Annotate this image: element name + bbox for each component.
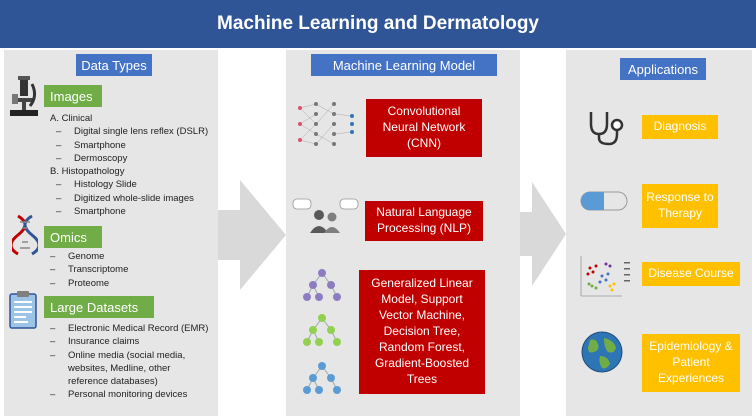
images-list: A. Clinical –Digital single lens reflex … bbox=[50, 112, 218, 218]
list-item: Online media (social media, bbox=[68, 349, 186, 361]
dna-icon bbox=[12, 214, 38, 256]
omics-label: Omics bbox=[44, 226, 102, 248]
tree-icon bbox=[303, 269, 341, 301]
cnn-box: Convolutional Neural Network (CNN) bbox=[366, 99, 482, 157]
arrow-right-icon bbox=[520, 182, 566, 286]
list-item: websites, Medline, other bbox=[68, 362, 171, 374]
list-item: Dermoscopy bbox=[74, 152, 128, 164]
stethoscope-icon bbox=[589, 112, 624, 146]
microscope-icon bbox=[10, 76, 38, 116]
large-datasets-list: –Electronic Medical Record (EMR) –Insura… bbox=[50, 323, 209, 401]
pill-icon bbox=[580, 191, 628, 211]
list-item: Smartphone bbox=[74, 139, 126, 151]
epidemiology-box: Epidemiology & Patient Experiences bbox=[642, 334, 740, 392]
arrow-right-icon bbox=[218, 180, 286, 290]
list-item: Smartphone bbox=[74, 206, 126, 218]
list-item: Proteome bbox=[68, 277, 110, 289]
images-label: Images bbox=[44, 85, 102, 107]
clipboard-icon bbox=[9, 291, 37, 329]
diagnosis-box: Diagnosis bbox=[642, 115, 718, 139]
list-item: A. Clinical bbox=[50, 113, 93, 124]
list-item: Personal monitoring devices bbox=[68, 389, 188, 401]
omics-list: –Genome –Transcriptome –Proteome bbox=[50, 251, 129, 289]
list-item: Electronic Medical Record (EMR) bbox=[68, 323, 209, 334]
list-item: Genome bbox=[68, 251, 105, 262]
nlp-box: Natural Language Processing (NLP) bbox=[365, 201, 483, 241]
data-types-header: Data Types bbox=[76, 54, 152, 76]
response-to-therapy-box: Response to Therapy bbox=[642, 184, 718, 228]
page-title: Machine Learning and Dermatology bbox=[0, 0, 756, 48]
disease-course-box: Disease Course bbox=[642, 262, 740, 286]
list-item: reference databases) bbox=[68, 376, 158, 388]
applications-header: Applications bbox=[620, 58, 706, 80]
list-item: Insurance claims bbox=[68, 336, 140, 348]
data-types-panel bbox=[4, 50, 218, 416]
list-item: Digitized whole-slide images bbox=[74, 192, 194, 204]
scatter-plot-icon bbox=[580, 256, 630, 297]
list-item: B. Histopathology bbox=[50, 166, 125, 178]
globe-icon bbox=[581, 331, 623, 373]
neural-network-icon bbox=[298, 102, 354, 146]
list-item: Transcriptome bbox=[68, 264, 129, 276]
ml-model-header: Machine Learning Model bbox=[311, 54, 497, 76]
list-item: Digital single lens reflex (DSLR) bbox=[74, 126, 209, 138]
large-datasets-label: Large Datasets bbox=[44, 296, 154, 318]
tree-icon bbox=[303, 362, 341, 394]
classic-models-box: Generalized Linear Model, Support Vector… bbox=[359, 270, 485, 394]
people-chat-icon bbox=[292, 198, 359, 233]
list-item: Histology Slide bbox=[74, 179, 137, 191]
tree-icon bbox=[303, 314, 341, 346]
